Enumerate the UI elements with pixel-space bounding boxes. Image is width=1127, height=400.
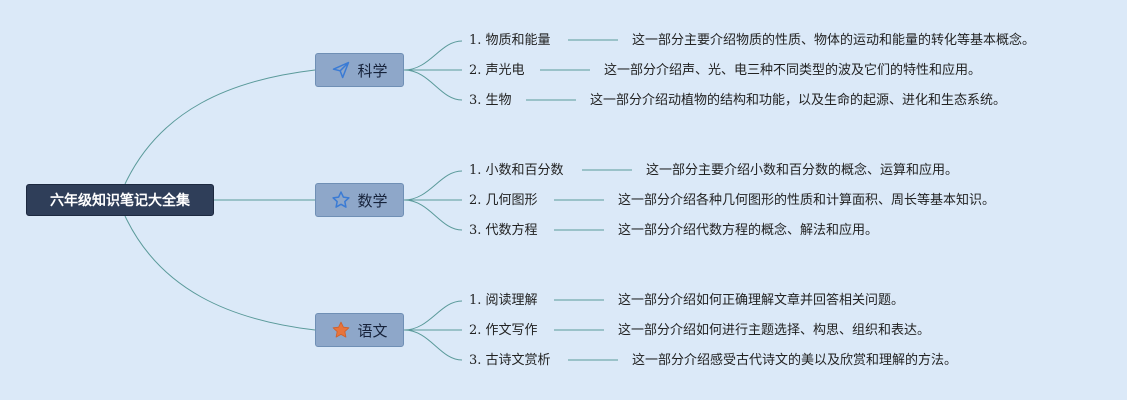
- topic-label: 数学: [357, 191, 388, 210]
- subtopic-description: 这一部分介绍代数方程的概念、解法和应用。: [618, 223, 879, 238]
- subtopic-description: 这一部分介绍声、光、电三种不同类型的波及它们的特性和应用。: [604, 63, 982, 78]
- subtopic-label[interactable]: 1. 小数和百分数: [469, 163, 564, 178]
- paper-plane-icon: [331, 60, 351, 80]
- connector-root-science: [124, 69, 316, 185]
- subtopic-label[interactable]: 3. 代数方程: [469, 223, 538, 238]
- subtopic-label[interactable]: 2. 几何图形: [469, 193, 538, 208]
- root-node[interactable]: 六年级知识笔记大全集: [26, 184, 214, 216]
- topic-science[interactable]: 科学: [315, 53, 404, 87]
- subtopic-description: 这一部分主要介绍物质的性质、物体的运动和能量的转化等基本概念。: [632, 33, 1036, 48]
- topic-math[interactable]: 数学: [315, 183, 404, 217]
- subtopic-description: 这一部分主要介绍小数和百分数的概念、运算和应用。: [646, 163, 959, 178]
- subtopic-label[interactable]: 1. 阅读理解: [469, 293, 538, 308]
- star-filled-icon: [331, 320, 351, 340]
- topic-label: 语文: [357, 321, 388, 340]
- subtopic-description: 这一部分介绍感受古代诗文的美以及欣赏和理解的方法。: [632, 353, 958, 368]
- subtopic-label[interactable]: 1. 物质和能量: [469, 33, 551, 48]
- subtopic-description: 这一部分介绍各种几何图形的性质和计算面积、周长等基本知识。: [618, 193, 996, 208]
- subtopic-description: 这一部分介绍如何正确理解文章并回答相关问题。: [618, 293, 905, 308]
- subtopic-description: 这一部分介绍动植物的结构和功能，以及生命的起源、进化和生态系统。: [590, 93, 1007, 108]
- subtopic-description: 这一部分介绍如何进行主题选择、构思、组织和表达。: [618, 323, 931, 338]
- topic-chinese[interactable]: 语文: [315, 313, 404, 347]
- subtopic-label[interactable]: 3. 古诗文赏析: [469, 353, 551, 368]
- subtopic-label[interactable]: 3. 生物: [469, 93, 512, 108]
- subtopic-label[interactable]: 2. 声光电: [469, 63, 525, 78]
- connector-root-chinese: [124, 215, 316, 331]
- topic-label: 科学: [357, 61, 388, 80]
- subtopic-label[interactable]: 2. 作文写作: [469, 323, 538, 338]
- star-outline-icon: [331, 190, 351, 210]
- root-label: 六年级知识笔记大全集: [50, 193, 190, 209]
